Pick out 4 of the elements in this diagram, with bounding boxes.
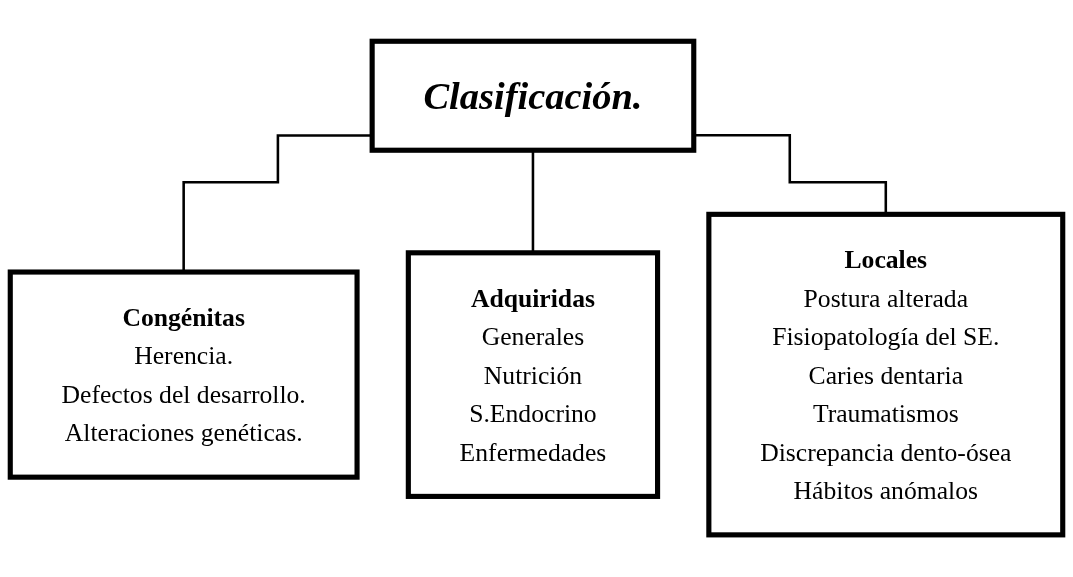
node-box: Adquiridas Generales Nutrición S.Endocrino Enfermedades: [405, 250, 661, 500]
node-box: Congénitas Herencia. Defectos del desarrollo. Alteraciones genéticas.: [7, 269, 360, 481]
node-box: Locales Postura alterada Fisiopatología del SE. Caries dentaria Traumatismos Discrepancia dento-ósea Hábitos anómalos: [706, 212, 1066, 538]
node-box: Clasificación.: [369, 39, 697, 154]
